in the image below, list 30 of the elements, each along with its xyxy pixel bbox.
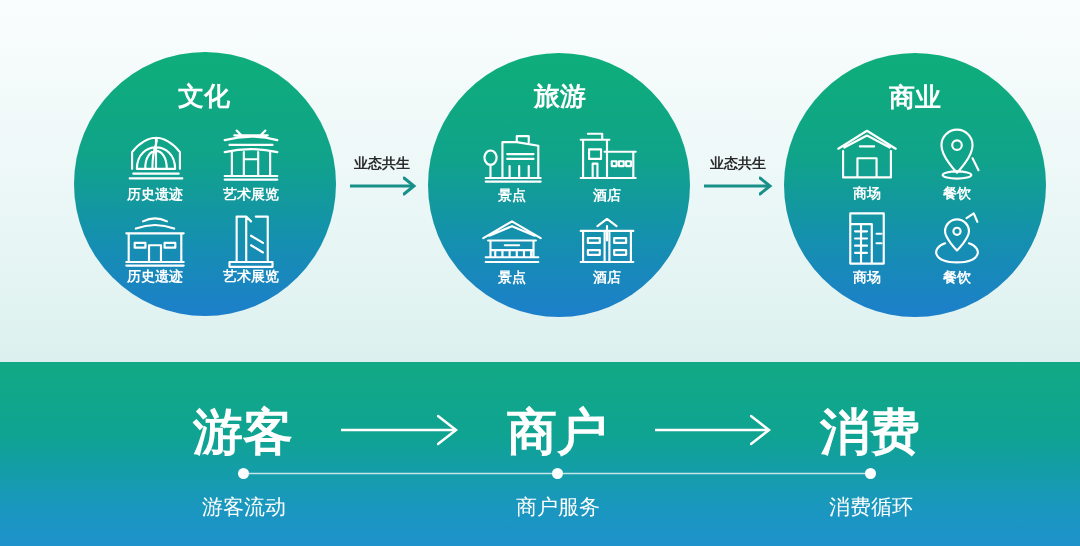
icon-label: 景点 [498,268,526,286]
band-panel [0,362,1080,546]
icon-label: 艺术展览 [223,185,279,203]
node-label: 商户服务 [515,494,600,520]
heading: 游客 [193,404,293,460]
icon-label: 酒店 [593,268,621,286]
icon-label: 艺术展览 [223,267,279,285]
icon-label: 酒店 [593,186,621,204]
icon-label: 历史遗迹 [127,185,183,203]
heading: 旅游 [534,81,586,111]
arrow [341,414,458,446]
icon-label: 历史遗迹 [127,267,183,285]
node-label: 游客流动 [201,494,286,520]
connector-line [248,472,553,475]
icon-label: 餐饮 [943,268,971,286]
icon-label: 商场 [853,268,881,286]
heading: 文化 [178,81,230,111]
heading: 商户 [507,404,607,460]
heading: 消费 [820,404,920,460]
connector-line [562,472,866,475]
icon-label: 景点 [498,186,526,204]
arrow [655,414,771,446]
icon-label: 商场 [853,184,881,202]
arrow [704,176,772,196]
node-label: 消费循环 [828,494,913,520]
edge-label: 业态共生 [710,154,766,172]
icon-label: 餐饮 [943,184,971,202]
arrow [350,176,416,196]
heading: 商业 [889,82,941,112]
edge-label: 业态共生 [354,154,410,172]
